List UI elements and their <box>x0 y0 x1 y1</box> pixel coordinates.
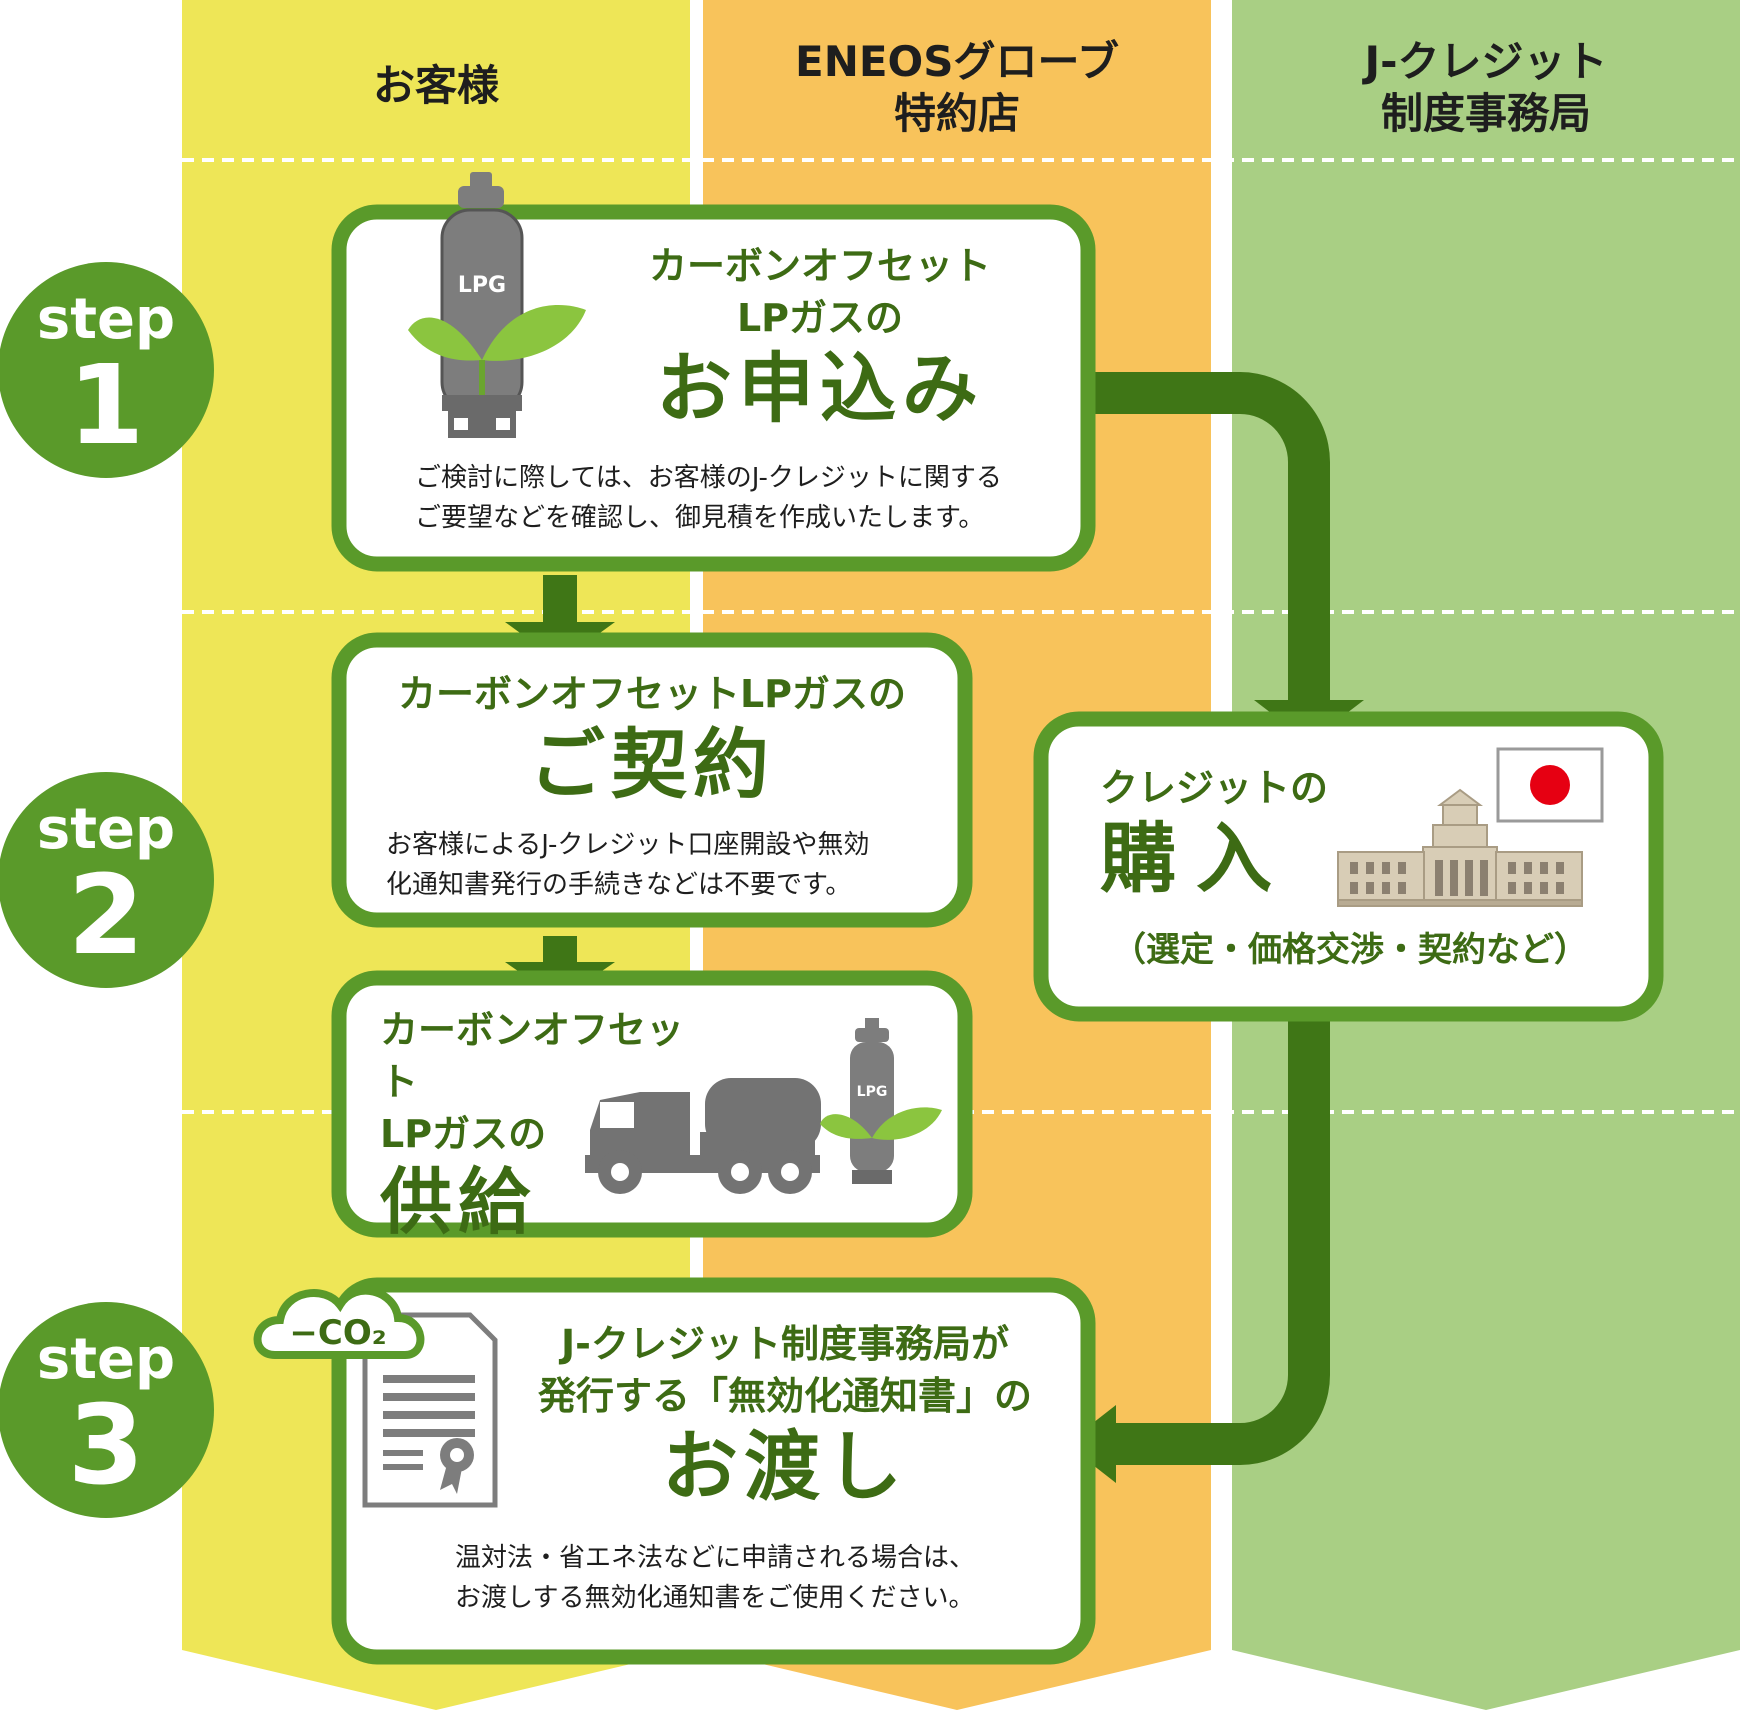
step-3-label: step 3 <box>0 1327 216 1509</box>
delivery-desc-line1: 温対法・省エネ法などに申請される場合は、 <box>455 1543 976 1573</box>
cylinder-label: LPG <box>458 273 506 298</box>
application-heading: カーボンオフセット LPガスの お申込み <box>580 240 1060 434</box>
jcredit-title-line1: J-クレジット <box>1364 37 1608 86</box>
leaf-icon <box>408 305 586 395</box>
column-title-jcredit: J-クレジット 制度事務局 <box>1232 36 1740 140</box>
small-cylinder-label: LPG <box>857 1084 888 1100</box>
step-3-word: step <box>36 1327 176 1392</box>
application-lead-2: LPガスの <box>736 296 904 340</box>
delivery-title: お渡し <box>662 1422 908 1511</box>
step-2-label: step 2 <box>0 797 216 979</box>
step-3-circle <box>0 1302 214 1518</box>
application-lead-1: カーボンオフセット <box>648 244 991 288</box>
delivery-description: 温対法・省エネ法などに申請される場合は、 お渡しする無効化通知書をご使用ください… <box>455 1538 1055 1618</box>
card-delivery <box>331 1277 1096 1665</box>
jcredit-title-line2: 制度事務局 <box>1380 89 1591 138</box>
step-2-circle <box>0 772 214 988</box>
step-3-number: 3 <box>67 1381 145 1509</box>
supply-lead-2: LPガスの <box>380 1112 547 1156</box>
supply-heading: カーボンオフセット LPガスの 供給 <box>380 1004 720 1244</box>
application-description: ご検討に際しては、お客様のJ-クレジットに関する ご要望などを確認し、御見積を作… <box>415 458 1075 538</box>
customer-title-text: お客様 <box>372 61 499 110</box>
dealer-title-line2: 特約店 <box>893 89 1020 138</box>
certificate-icon <box>362 1312 498 1508</box>
purchase-heading: クレジットの 購入 <box>1100 762 1390 904</box>
card-application <box>331 204 1096 572</box>
delivery-lead-2: 発行する「無効化通知書」の <box>537 1374 1032 1418</box>
contract-heading: カーボンオフセットLPガスの ご契約 <box>350 668 954 810</box>
step-1-label: step 1 <box>0 287 216 469</box>
contract-lead: カーボンオフセットLPガスの <box>397 672 907 716</box>
purchase-lead: クレジットの <box>1100 766 1329 810</box>
co2-cloud-icon: −CO₂ <box>253 1286 425 1359</box>
column-title-dealer: ENEOSグローブ 特約店 <box>703 36 1211 140</box>
delivery-lead-1: J-クレジット制度事務局が <box>561 1322 1009 1366</box>
application-desc-line2: ご要望などを確認し、御見積を作成いたします。 <box>415 503 985 533</box>
supply-lead-1: カーボンオフセット <box>380 1008 685 1104</box>
delivery-desc-line2: お渡しする無効化通知書をご使用ください。 <box>455 1583 975 1613</box>
application-desc-line1: ご検討に際しては、お客様のJ-クレジットに関する <box>415 463 1002 493</box>
supply-title: 供給 <box>380 1160 537 1244</box>
contract-desc-line2: 化通知書発行の手続きなどは不要です。 <box>386 870 852 900</box>
delivery-heading: J-クレジット制度事務局が 発行する「無効化通知書」の お渡し <box>505 1318 1065 1512</box>
co2-label: −CO₂ <box>289 1313 386 1353</box>
japan-flag-icon <box>1496 747 1604 823</box>
dealer-title-line1: ENEOSグローブ <box>795 37 1119 86</box>
contract-title: ご契約 <box>529 720 775 809</box>
tanker-truck-icon <box>585 1078 821 1194</box>
step-1-number: 1 <box>67 341 145 469</box>
parliament-windows <box>1350 860 1564 896</box>
step-2-number: 2 <box>67 851 145 979</box>
purchase-subtext: （選定・価格交渉・契約など） <box>1060 928 1640 972</box>
gas-cylinder-small-icon: LPG <box>820 1018 942 1184</box>
step-2-word: step <box>36 797 176 862</box>
step-1-circle <box>0 262 214 478</box>
column-title-customer: お客様 <box>182 60 690 112</box>
contract-description: お客様によるJ-クレジット口座開設や無効 化通知書発行の手続きなどは不要です。 <box>386 825 946 905</box>
step-1-word: step <box>36 287 176 352</box>
purchase-sub: （選定・価格交渉・契約など） <box>1112 930 1588 970</box>
card-contract <box>331 632 973 928</box>
contract-desc-line1: お客様によるJ-クレジット口座開設や無効 <box>386 830 870 860</box>
application-title: お申込み <box>656 344 984 433</box>
purchase-title: 購入 <box>1100 814 1292 903</box>
